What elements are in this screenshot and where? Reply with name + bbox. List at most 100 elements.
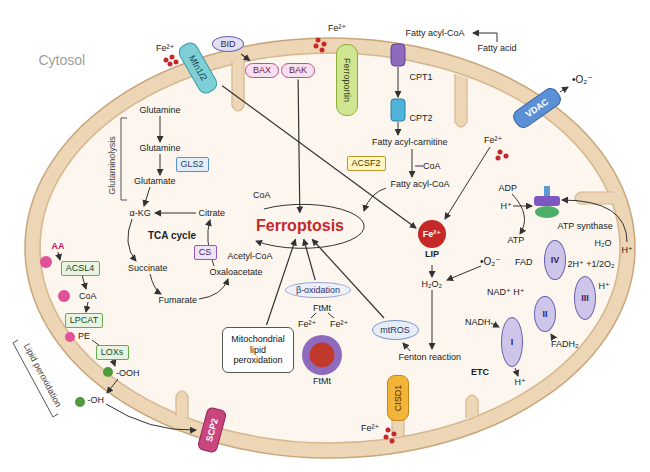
arrow: [58, 252, 60, 260]
connector-arrow: [304, 240, 315, 281]
iron-dot: [320, 48, 325, 53]
etc-complex: I: [501, 317, 523, 367]
text-label: Fatty acyl-CoA: [406, 28, 465, 39]
text-label: H₂O: [595, 238, 612, 249]
arrow: [515, 368, 518, 376]
text-label: H⁺: [501, 201, 512, 212]
node-text: II: [542, 309, 547, 320]
iron-dot: [164, 58, 169, 63]
connector-arrow: [222, 86, 416, 228]
arrow: [412, 149, 413, 177]
enzyme-box: GLS2: [176, 157, 209, 172]
arrow: [328, 313, 334, 318]
process-oval: mtROS: [372, 320, 419, 340]
arrow: [144, 187, 150, 206]
pathway-arrows: [58, 33, 627, 430]
node-text: LIP: [425, 249, 439, 260]
text-label: ETC: [471, 367, 489, 378]
iron-dot: [384, 435, 389, 440]
text-label: Fe²⁺: [361, 423, 379, 434]
node-text: FtMt: [313, 376, 331, 387]
membrane-transporters: [391, 44, 560, 218]
text-label: TCA cycle: [148, 230, 196, 242]
cpt2-shape: [391, 99, 405, 121]
central-outcome: Ferroptosis: [251, 215, 349, 238]
text-label: PE: [78, 331, 90, 342]
node-text: GLS2: [181, 159, 204, 170]
text-label: CoA: [423, 161, 441, 172]
text-label: Fe²⁺: [484, 135, 502, 146]
arrow: [445, 147, 490, 219]
text-label: NADH: [465, 317, 491, 328]
process-oval: β-oxidation: [285, 282, 351, 298]
text-label: H⁺: [599, 281, 610, 292]
text-label: Glutamine: [140, 143, 181, 154]
text-label: AA: [52, 241, 65, 252]
node-text: Fe²⁺: [423, 229, 441, 240]
node-text: CISD1: [393, 385, 404, 412]
text-label: CoA: [79, 291, 97, 302]
ferritin-core: [302, 335, 342, 375]
connector-arrow: [312, 240, 384, 319]
text-label: NAD⁺ H⁺: [487, 287, 525, 298]
text-label: Fatty acid: [478, 43, 517, 54]
node-text: mtROS: [380, 325, 410, 336]
arrow: [364, 188, 386, 211]
text-label: CPT2: [410, 113, 433, 124]
arrow: [512, 194, 525, 234]
cpt1-shape: [391, 44, 405, 66]
text-label: ADP: [499, 183, 518, 194]
iron-dot: [170, 55, 175, 60]
bcl2-protein: BID: [212, 36, 244, 52]
iron-dot: [174, 60, 179, 65]
text-label: 2H⁺ +1/2O₂: [568, 259, 615, 270]
inner-membrane: [40, 53, 620, 443]
crista: [466, 395, 478, 418]
enzyme-box: LPCAT: [65, 313, 103, 328]
connector-arrow: [241, 54, 250, 61]
text-label: Glutamate: [134, 176, 176, 187]
iron-dots: [164, 38, 509, 444]
node-text: ACSL4: [66, 263, 95, 274]
ferroptosis-loop: [256, 204, 364, 248]
text-label: α-KG: [130, 208, 151, 219]
enzyme-box: ACSF2: [347, 156, 386, 171]
crista: [455, 74, 467, 127]
enzyme-box: ACSL4: [61, 261, 100, 276]
iron-dot: [168, 62, 173, 67]
node-text: Ferroptosis: [256, 216, 344, 235]
text-label: Succinate: [128, 263, 168, 274]
iron-dot: [392, 432, 397, 437]
node-text: SCP2: [204, 417, 221, 443]
iron-dot: [496, 156, 501, 161]
lipid-head: [65, 332, 75, 342]
crista: [575, 192, 614, 204]
arrow: [551, 334, 554, 339]
node-text: III: [581, 293, 589, 304]
arrow: [432, 265, 433, 277]
node-text: I: [511, 337, 514, 348]
text-label: Fe²⁺: [156, 43, 174, 54]
node-text: BID: [220, 39, 235, 50]
lipid-head: [103, 367, 113, 377]
etc-complex: III: [574, 276, 596, 320]
text-label: Cytosol: [39, 52, 86, 69]
outer-membrane: [25, 38, 635, 458]
arrow: [160, 154, 161, 175]
text-label: H⁺: [515, 377, 526, 388]
brackets: [13, 118, 127, 417]
iron-pool: Fe²⁺ LIP: [418, 220, 446, 260]
cristae: [176, 60, 614, 436]
text-label: Fatty acyl-CoA: [391, 179, 450, 190]
iron-dot: [386, 428, 391, 433]
text-label: FAD: [515, 257, 533, 268]
iron-dot: [322, 42, 327, 47]
node-text: LOXs: [101, 347, 124, 358]
node-text: CS: [199, 247, 212, 258]
etc-complex: IV: [544, 240, 566, 280]
lipid-head: [58, 290, 70, 302]
connector-arrow: [298, 80, 300, 213]
iron-dot: [314, 44, 319, 49]
text-label: H⁺: [622, 245, 633, 256]
text-label: CPT1: [410, 72, 433, 83]
